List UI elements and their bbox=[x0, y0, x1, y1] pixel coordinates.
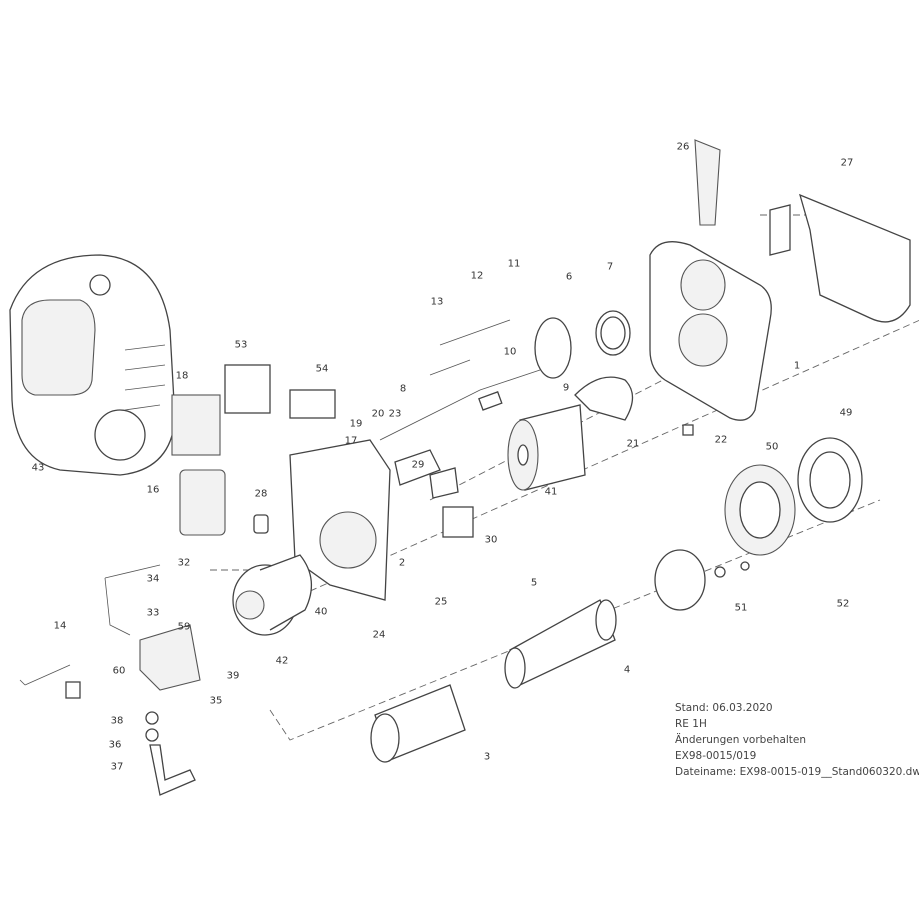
part-label: 51 bbox=[734, 602, 748, 614]
part-label: 52 bbox=[836, 598, 850, 610]
part-label: 42 bbox=[275, 655, 289, 667]
part-label: 26 bbox=[676, 141, 690, 153]
part-label: 18 bbox=[175, 370, 189, 382]
part-26 bbox=[694, 139, 721, 226]
part-label: 16 bbox=[146, 484, 160, 496]
motor bbox=[232, 554, 312, 636]
part-label: 41 bbox=[544, 486, 558, 498]
part-label: 20 bbox=[371, 408, 385, 420]
filename: Dateiname: EX98-0015-019__Stand060320.dw… bbox=[675, 766, 919, 778]
part-label: 14 bbox=[53, 620, 67, 632]
part-label: 60 bbox=[112, 665, 126, 677]
part-label: 5 bbox=[530, 577, 538, 589]
part-6 bbox=[534, 317, 572, 379]
part-label: 3 bbox=[483, 751, 491, 763]
ignition-transformer bbox=[179, 469, 226, 536]
part-label: 32 bbox=[177, 557, 191, 569]
part-label: 34 bbox=[146, 573, 160, 585]
part-53 bbox=[224, 364, 271, 414]
part-label: 10 bbox=[503, 346, 517, 358]
part-label: 53 bbox=[234, 339, 248, 351]
part-label: 4 bbox=[623, 664, 631, 676]
burner-hood bbox=[9, 254, 176, 476]
part-label: 19 bbox=[349, 418, 363, 430]
part-27 bbox=[799, 193, 911, 323]
part-label: 2 bbox=[398, 557, 406, 569]
part-label: 35 bbox=[209, 695, 223, 707]
drawing-number: EX98-0015/019 bbox=[675, 750, 757, 762]
part-label: 17 bbox=[344, 435, 358, 447]
part-label: 39 bbox=[226, 670, 240, 682]
part-label: 13 bbox=[430, 296, 444, 308]
part-label: 28 bbox=[254, 488, 268, 500]
stand-date: Stand: 06.03.2020 bbox=[675, 702, 773, 714]
part-label: 22 bbox=[714, 434, 728, 446]
part-label: 21 bbox=[626, 438, 640, 450]
part-54 bbox=[289, 389, 336, 419]
part-label: 29 bbox=[411, 459, 425, 471]
part-label: 43 bbox=[31, 462, 45, 474]
part-label: 6 bbox=[565, 271, 573, 283]
part-label: 12 bbox=[470, 270, 484, 282]
burner-housing bbox=[649, 241, 772, 421]
blast-tube bbox=[504, 599, 617, 689]
part-label: 11 bbox=[507, 258, 521, 270]
part-label: 59 bbox=[177, 621, 191, 633]
part-label: 49 bbox=[839, 407, 853, 419]
part-label: 25 bbox=[434, 596, 448, 608]
fan-wheel bbox=[507, 404, 586, 491]
part-label: 23 bbox=[388, 408, 402, 420]
part-label: 9 bbox=[562, 382, 570, 394]
part-label: 38 bbox=[110, 715, 124, 727]
part-label: 7 bbox=[606, 261, 614, 273]
part-18 bbox=[171, 394, 221, 456]
part-label: 8 bbox=[399, 383, 407, 395]
part-label: 1 bbox=[793, 360, 801, 372]
part-label: 24 bbox=[372, 629, 386, 641]
part-51 bbox=[654, 549, 706, 611]
note: Änderungen vorbehalten bbox=[675, 734, 807, 746]
flame-tube bbox=[370, 684, 466, 763]
part-label: 33 bbox=[146, 607, 160, 619]
oil-pump bbox=[139, 624, 201, 691]
part-label: 40 bbox=[314, 606, 328, 618]
part-label: 30 bbox=[484, 534, 498, 546]
part-label: 27 bbox=[840, 157, 854, 169]
part-label: 37 bbox=[110, 761, 124, 773]
part-label: 50 bbox=[765, 441, 779, 453]
part-label: 54 bbox=[315, 363, 329, 375]
drawing-info-block: Stand: 06.03.2020 RE 1H Änderungen vorbe… bbox=[675, 700, 919, 780]
model: RE 1H bbox=[675, 718, 707, 730]
part-label: 36 bbox=[108, 739, 122, 751]
